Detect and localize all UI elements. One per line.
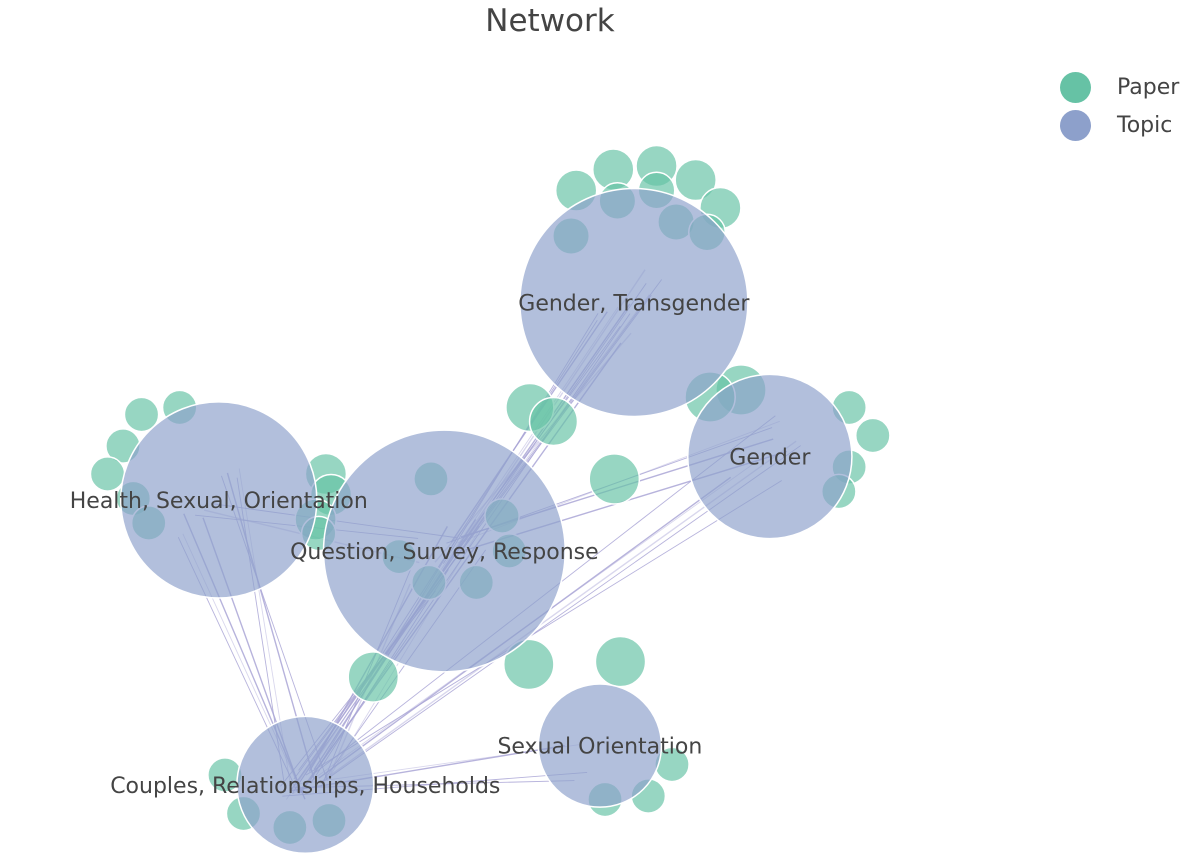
topic-label: Gender bbox=[729, 446, 811, 471]
legend-item-paper[interactable]: Paper bbox=[1060, 68, 1179, 106]
paper-node[interactable] bbox=[588, 453, 641, 505]
paper-node[interactable] bbox=[854, 417, 891, 454]
topic-node[interactable] bbox=[519, 187, 749, 418]
topic-node[interactable] bbox=[119, 401, 318, 599]
paper-node[interactable] bbox=[528, 396, 579, 447]
topic-label: Question, Survey, Response bbox=[290, 540, 599, 565]
topic-node[interactable] bbox=[537, 683, 663, 808]
legend: Paper Topic bbox=[1060, 68, 1179, 144]
topic-node[interactable] bbox=[687, 373, 853, 540]
legend-label-topic: Topic bbox=[1117, 112, 1173, 138]
paper-node[interactable] bbox=[347, 651, 400, 703]
paper-node[interactable] bbox=[674, 158, 717, 202]
chart-title: Network bbox=[485, 3, 615, 39]
topic-label: Gender, Transgender bbox=[518, 292, 750, 317]
topic-label: Health, Sexual, Orientation bbox=[70, 489, 368, 514]
legend-label-paper: Paper bbox=[1117, 74, 1180, 100]
legend-item-topic[interactable]: Topic bbox=[1060, 106, 1179, 144]
nodes-layer bbox=[89, 144, 891, 854]
legend-swatch-topic bbox=[1060, 109, 1091, 141]
legend-swatch-paper bbox=[1060, 71, 1091, 103]
edge bbox=[305, 480, 782, 776]
paper-node[interactable] bbox=[89, 456, 126, 492]
topic-label: Couples, Relationships, Households bbox=[110, 774, 500, 799]
topic-node[interactable] bbox=[236, 715, 375, 854]
topic-node[interactable] bbox=[322, 429, 566, 673]
paper-node[interactable] bbox=[594, 635, 647, 688]
paper-node[interactable] bbox=[502, 638, 555, 691]
topic-label: Sexual Orientation bbox=[497, 735, 702, 760]
paper-node[interactable] bbox=[123, 396, 160, 433]
